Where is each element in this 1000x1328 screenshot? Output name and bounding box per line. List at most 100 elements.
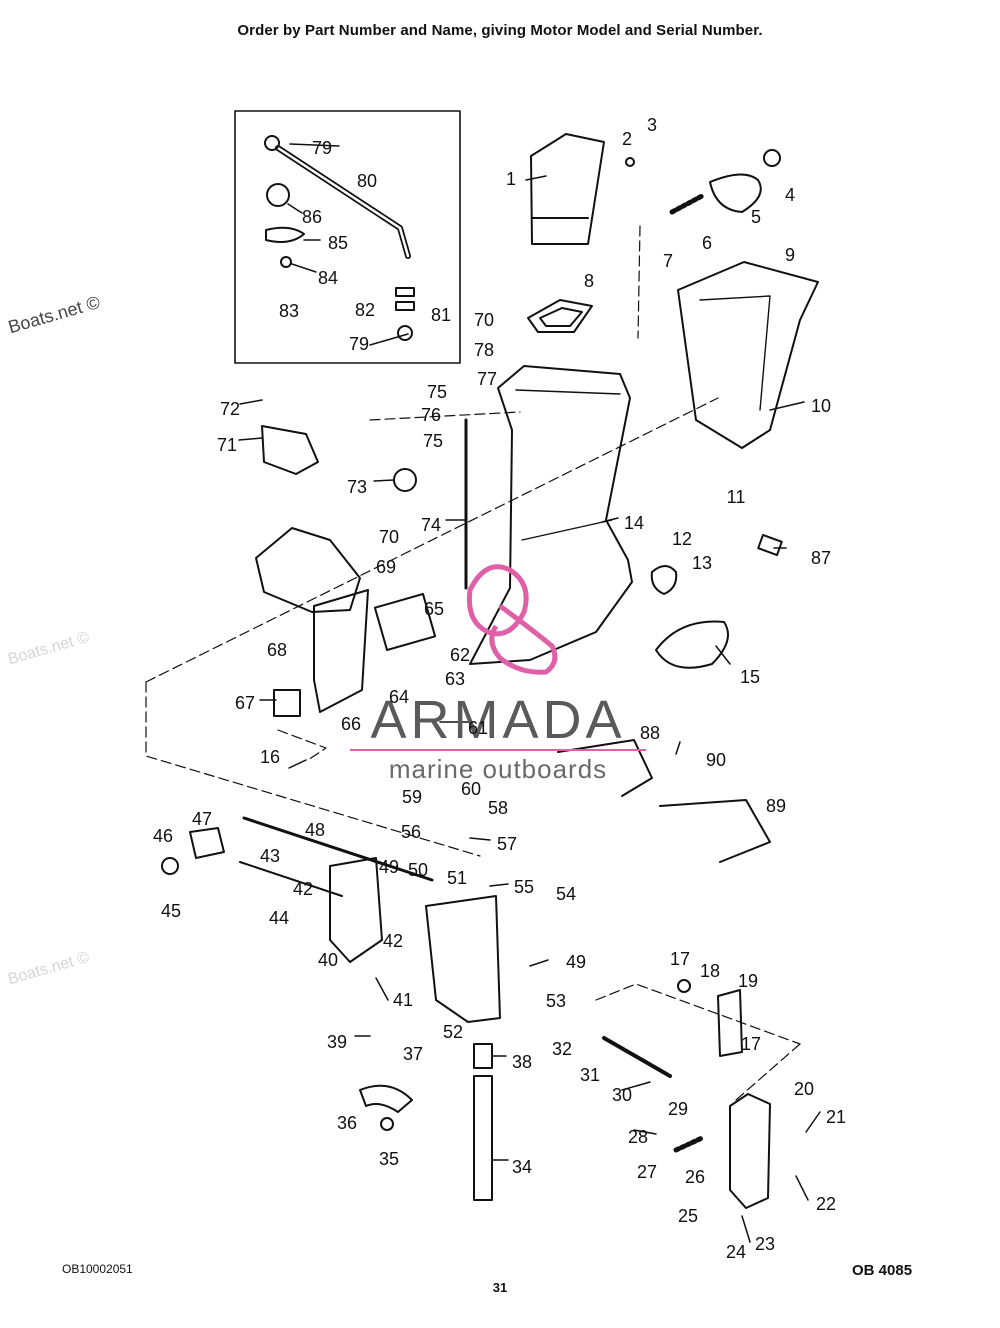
part-callout: 37 — [403, 1044, 423, 1064]
part-callout: 18 — [700, 961, 720, 981]
swivel-bracket-lower — [425, 895, 501, 1023]
part-callout: 79 — [312, 138, 332, 158]
part-callout: 90 — [706, 750, 726, 770]
part-callout: 60 — [461, 779, 481, 799]
part-callout: 53 — [546, 991, 566, 1011]
part-callout: 86 — [302, 207, 322, 227]
part-callout: 12 — [672, 529, 692, 549]
part-callout: 39 — [327, 1032, 347, 1052]
brand-mark — [466, 564, 558, 675]
part-callout: 64 — [389, 687, 409, 707]
part-callout: 47 — [192, 809, 212, 829]
part-callout: 83 — [279, 301, 299, 321]
part-callout: 19 — [738, 971, 758, 991]
brand-logo: ARMADA marine outboards — [350, 564, 646, 784]
part-callout: 26 — [685, 1167, 705, 1187]
part-callout: 20 — [794, 1079, 814, 1099]
part-callout: 31 — [580, 1065, 600, 1085]
part-callout: 9 — [785, 245, 795, 265]
part-callout: 65 — [424, 599, 444, 619]
part-callout: 49 — [379, 857, 399, 877]
part-callout: 8 — [584, 271, 594, 291]
part-callout: 24 — [726, 1242, 746, 1262]
ball-joint — [266, 183, 290, 207]
inset-frame — [234, 110, 461, 364]
catalog-number: OB 4085 — [852, 1262, 913, 1279]
part-callout: 74 — [421, 515, 441, 535]
part-callout: 7 — [663, 251, 673, 271]
part-callout: 63 — [445, 669, 465, 689]
part-callout: 42 — [383, 931, 403, 951]
page-header: Order by Part Number and Name, giving Mo… — [237, 22, 763, 39]
part-callout: 81 — [431, 305, 451, 325]
bracket-plate — [265, 226, 305, 243]
doc-code: OB10002051 — [62, 1262, 133, 1276]
part-callout: 77 — [477, 369, 497, 389]
part-callout: 44 — [269, 908, 289, 928]
part-callout: 54 — [556, 884, 576, 904]
brand-name: ARMADA — [370, 690, 625, 750]
part-callout: 25 — [678, 1206, 698, 1226]
part-callout: 70 — [379, 527, 399, 547]
part-callout: 1 — [506, 169, 516, 189]
part-callout: 27 — [637, 1162, 657, 1182]
driveshaft-housing — [469, 365, 633, 665]
part-callout: 42 — [293, 879, 313, 899]
mount — [650, 565, 678, 595]
part-callout: 40 — [318, 950, 338, 970]
part-callout: 15 — [740, 667, 760, 687]
part-callout: 57 — [497, 834, 517, 854]
part-callout: 50 — [408, 860, 428, 880]
part-callout: 84 — [318, 268, 338, 288]
part-callout: 30 — [612, 1085, 632, 1105]
part-callout: 75 — [423, 431, 443, 451]
part-callout: 89 — [766, 796, 786, 816]
part-callout: 38 — [512, 1052, 532, 1072]
part-callout: 34 — [512, 1157, 532, 1177]
part-callout: 55 — [514, 877, 534, 897]
link-rod-89 — [659, 799, 771, 863]
clamp-bracket-right — [729, 1093, 771, 1209]
part-callout: 43 — [260, 846, 280, 866]
part-callout: 58 — [488, 798, 508, 818]
part-callout: 75 — [427, 382, 447, 402]
grommet — [709, 173, 762, 213]
gasket — [527, 299, 593, 333]
seal-ring — [655, 620, 729, 669]
part-callout: 17 — [741, 1034, 761, 1054]
link-rod-88 — [557, 739, 653, 797]
part-callout: 52 — [443, 1022, 463, 1042]
part-callout: 48 — [305, 820, 325, 840]
part-callout: 78 — [474, 340, 494, 360]
part-callout: 29 — [668, 1099, 688, 1119]
part-callout: 32 — [552, 1039, 572, 1059]
part-callout: 35 — [379, 1149, 399, 1169]
part-callout: 67 — [235, 693, 255, 713]
part-callout: 17 — [670, 949, 690, 969]
part-callout: 73 — [347, 477, 367, 497]
part-callout: 21 — [826, 1107, 846, 1127]
lower-mount — [313, 589, 369, 713]
part-callout: 49 — [566, 952, 586, 972]
part-callout: 72 — [220, 399, 240, 419]
part-callout: 80 — [357, 171, 377, 191]
part-callout: 11 — [727, 487, 746, 507]
part-callout: 79 — [349, 334, 369, 354]
part-callout: 61 — [468, 718, 488, 738]
part-callout: 10 — [811, 396, 831, 416]
part-callout: 68 — [267, 640, 287, 660]
swivel-bracket — [261, 425, 319, 475]
part-callout: 5 — [751, 207, 761, 227]
part-callout: 62 — [450, 645, 470, 665]
part-callout: 3 — [647, 115, 657, 135]
exhaust-tube — [530, 133, 605, 245]
part-callout: 14 — [624, 513, 644, 533]
part-callout: 85 — [328, 233, 348, 253]
part-callout: 6 — [702, 233, 712, 253]
part-callout: 46 — [153, 826, 173, 846]
tilt-tube — [473, 1075, 493, 1201]
part-callout: 66 — [341, 714, 361, 734]
part-callout: 16 — [260, 747, 280, 767]
part-callout: 59 — [402, 787, 422, 807]
